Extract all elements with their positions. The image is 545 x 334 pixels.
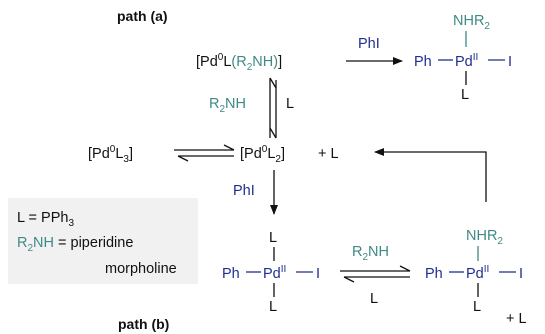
amine-ligand-top: NHR2 xyxy=(453,13,490,32)
pd-top: PdII xyxy=(455,52,478,70)
l-ligand-bl-top: L xyxy=(269,230,277,246)
reagent-amine-vertical: R2NH xyxy=(209,96,246,115)
complex-pd0-l3: [Pd0L3] xyxy=(88,144,133,165)
ph-bl: Ph xyxy=(222,266,240,282)
iodide-br: I xyxy=(519,266,523,282)
pd-bl: PdII xyxy=(263,264,286,282)
l-ligand-bl-bottom: L xyxy=(269,299,277,315)
legend-line-morpholine: morpholine xyxy=(105,261,177,277)
reagent-phi-top: PhI xyxy=(358,36,380,52)
legend-line-amine: R2NH = piperidine xyxy=(17,235,133,254)
ph-top: Ph xyxy=(414,54,432,70)
complex-pd0-l-amine: [Pd0L(R2NH)] xyxy=(196,52,282,73)
l-ligand-top: L xyxy=(461,87,469,103)
path-b-label: path (b) xyxy=(118,316,169,332)
iodide-bl: I xyxy=(316,266,320,282)
reagent-phi-mid: PhI xyxy=(233,183,255,199)
legend-line-ligand: L = PPh3 xyxy=(17,210,74,229)
reagent-l-vertical: L xyxy=(286,96,294,112)
pd-br: PdII xyxy=(466,264,489,282)
l-ligand-br: L xyxy=(473,299,481,315)
reagent-l-eq: L xyxy=(370,291,378,307)
complex-pd0-l2: [Pd0L2] xyxy=(240,144,285,165)
iodide-top: I xyxy=(508,54,512,70)
free-ligand-br: + L xyxy=(506,311,527,327)
arrow-return xyxy=(374,148,487,202)
reagent-amine-eq: R2NH xyxy=(352,244,389,263)
ph-br: Ph xyxy=(425,266,443,282)
path-a-label: path (a) xyxy=(117,8,168,24)
free-ligand-mid: + L xyxy=(318,146,339,162)
legend-box xyxy=(8,198,198,284)
amine-ligand-br: NHR2 xyxy=(466,228,503,247)
